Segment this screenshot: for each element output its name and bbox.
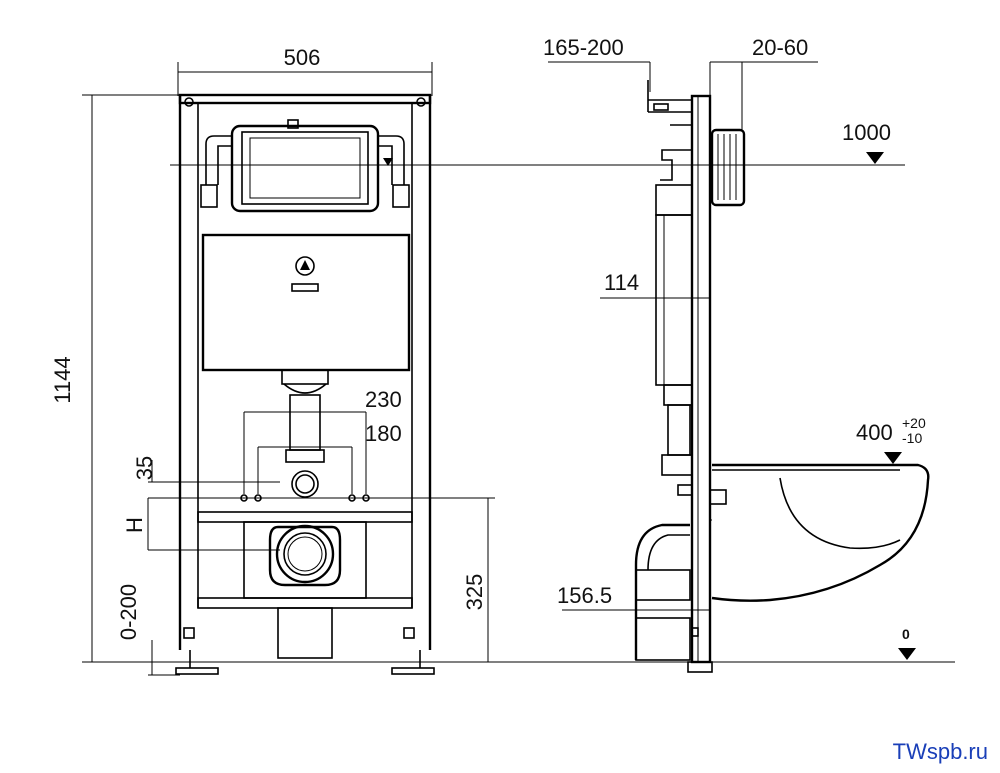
dim-156-5: 156.5 [557, 583, 612, 608]
dim-0-200: 0-200 [116, 584, 141, 640]
dim-180: 180 [365, 421, 402, 446]
dim-1144: 1144 [50, 356, 75, 403]
watermark: TWspb.ru [892, 739, 988, 764]
dim-325: 325 [462, 574, 487, 611]
floor-zero-label: 0 [902, 626, 910, 642]
dim-1000: 1000 [842, 120, 891, 145]
dim-400-tol-plus: +20 [902, 415, 926, 431]
dim-114: 114 [604, 270, 639, 295]
dim-400: 400 [856, 420, 893, 445]
dim-h: H [122, 517, 147, 533]
dim-35: 35 [132, 456, 157, 480]
dim-400-tol-minus: -10 [902, 430, 922, 446]
dim-230: 230 [365, 387, 402, 412]
dim-165-200: 165-200 [543, 35, 624, 60]
dim-20-60: 20-60 [752, 35, 808, 60]
side-view: 165-200 20-60 1000 114 [495, 35, 955, 673]
front-view: 506 [50, 45, 905, 676]
dim-width-506: 506 [284, 45, 321, 70]
